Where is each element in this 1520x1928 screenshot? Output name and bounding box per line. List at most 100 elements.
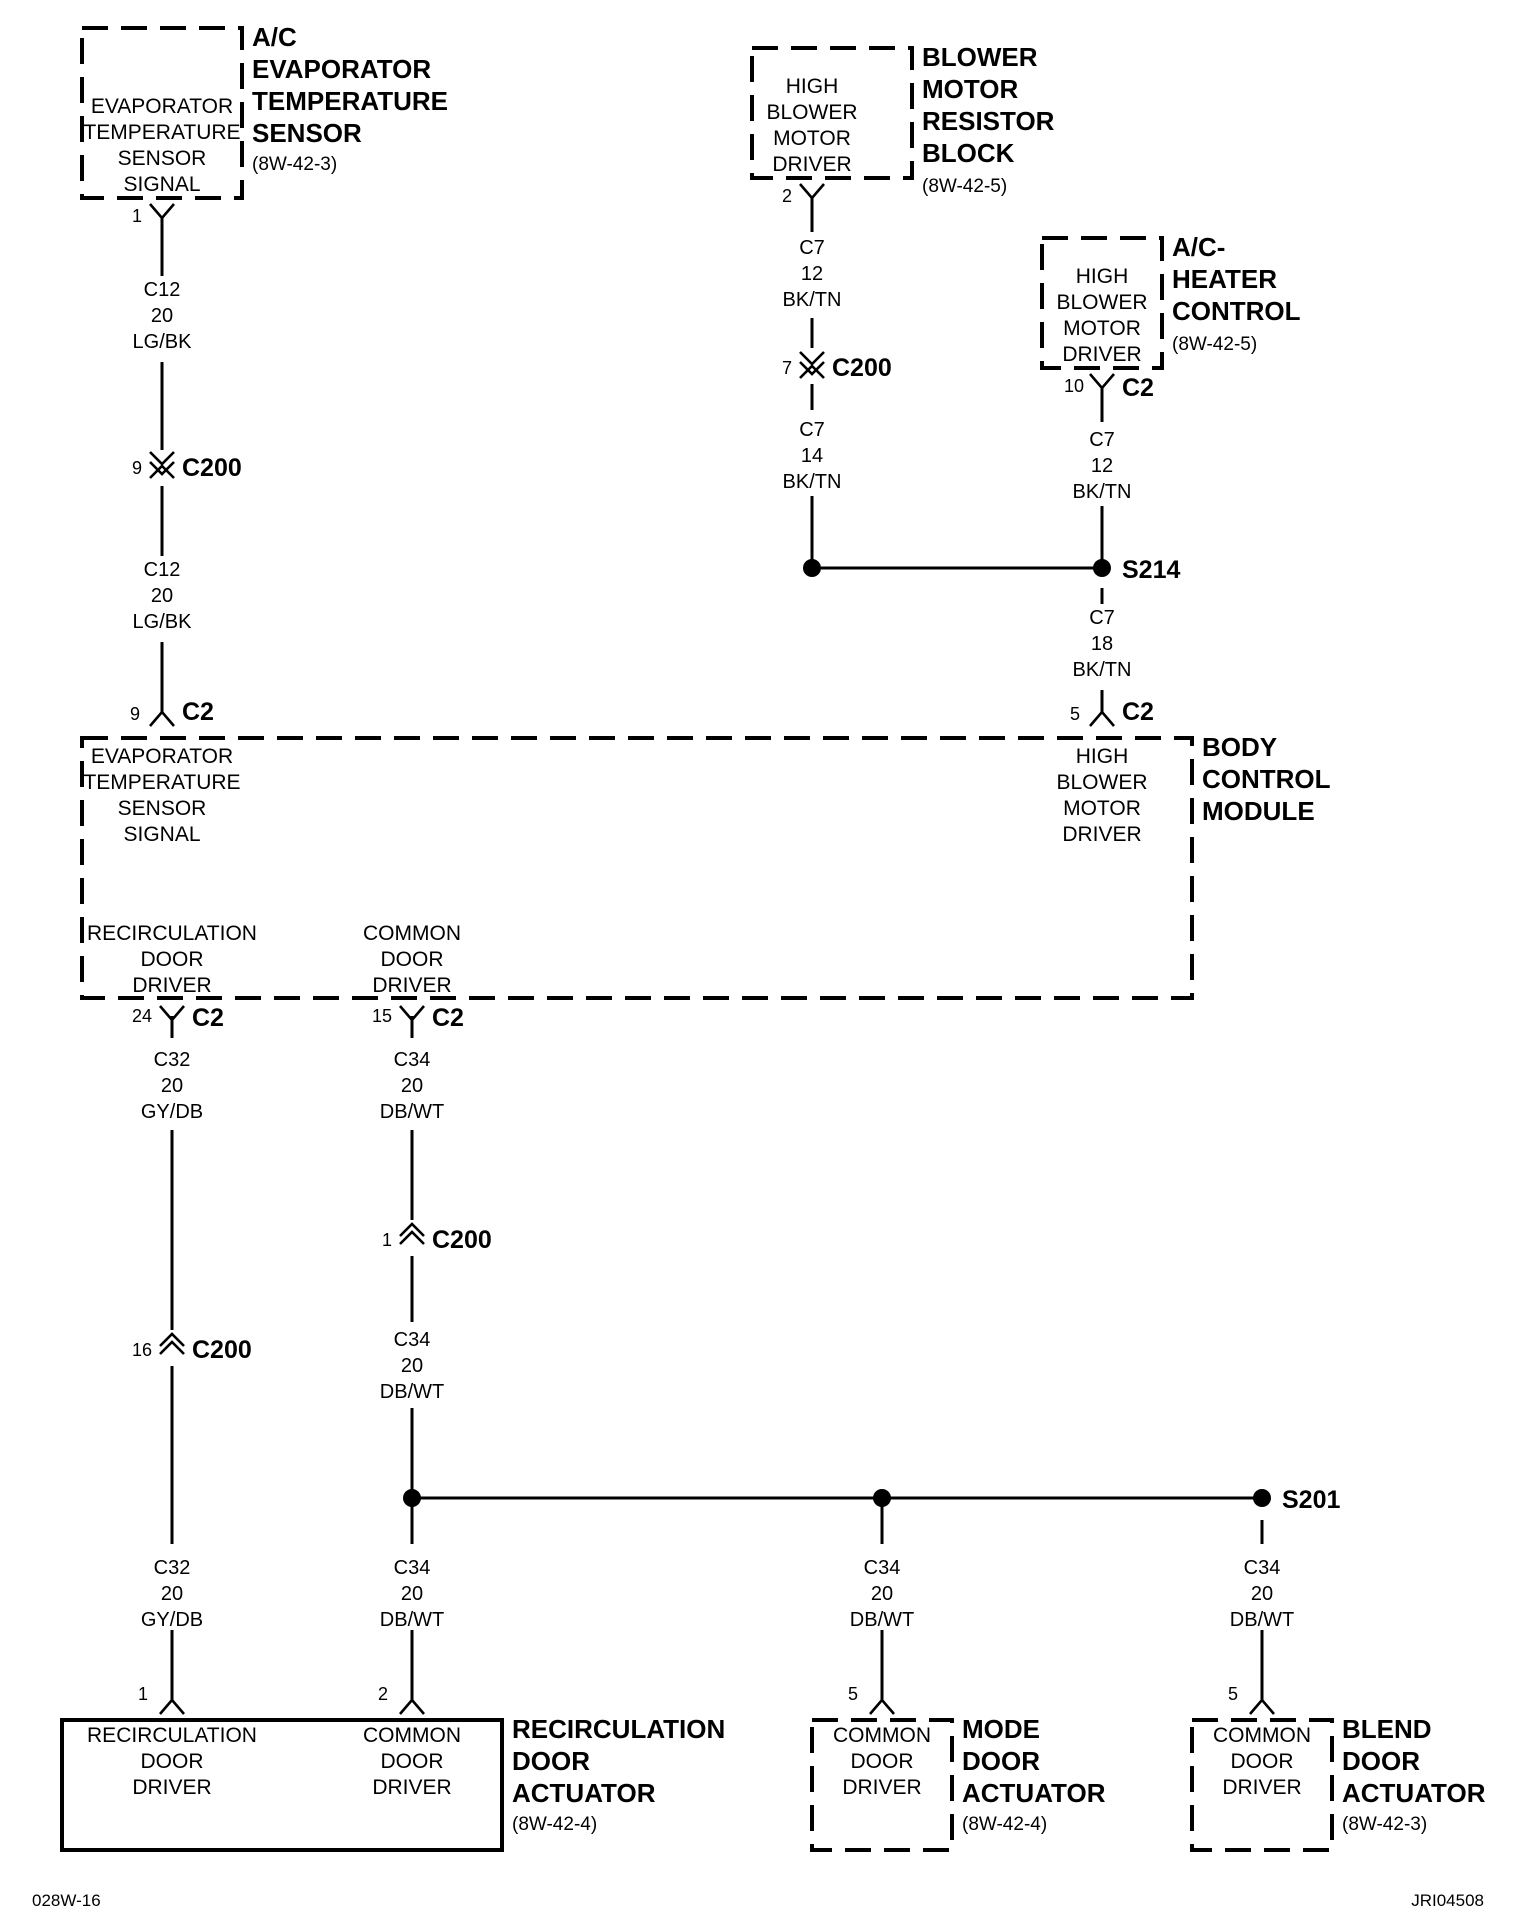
svg-text:DRIVER: DRIVER	[772, 153, 851, 176]
svg-text:RECIRCULATION: RECIRCULATION	[87, 922, 257, 945]
svg-text:TEMPERATURE: TEMPERATURE	[83, 771, 240, 794]
svg-text:A/C: A/C	[252, 22, 297, 52]
bcm-recirc-pin-number: 24	[132, 1006, 152, 1026]
svg-text:MOTOR: MOTOR	[1063, 317, 1141, 340]
bcm-hbm-inner-text: HIGH BLOWER MOTOR DRIVER	[1056, 745, 1147, 846]
svg-text:COMMON: COMMON	[363, 922, 461, 945]
svg-text:DOOR: DOOR	[1231, 1750, 1294, 1773]
c200-recirc-connector-label: C200	[192, 1336, 252, 1364]
svg-text:20: 20	[401, 1355, 423, 1377]
svg-text:EVAPORATOR: EVAPORATOR	[91, 745, 233, 768]
svg-text:SENSOR: SENSOR	[118, 797, 207, 820]
c200-resistor-pin-number: 7	[782, 358, 792, 378]
svg-text:DRIVER: DRIVER	[1062, 823, 1141, 846]
splice-s201-dot	[1253, 1489, 1271, 1507]
svg-text:C12: C12	[144, 279, 181, 301]
svg-text:C7: C7	[799, 419, 825, 441]
svg-text:BLOCK: BLOCK	[922, 138, 1015, 168]
bcm-evap-connector-label: C2	[182, 698, 214, 726]
svg-text:DB/WT: DB/WT	[850, 1609, 914, 1631]
svg-text:C32: C32	[154, 1557, 191, 1579]
svg-text:COMMON: COMMON	[363, 1724, 461, 1747]
wire-label-c7-bcm: C7 18 BK/TN	[1073, 607, 1132, 681]
svg-text:DOOR: DOOR	[381, 948, 444, 971]
blend-actuator-title: BLEND DOOR ACTUATOR (8W-42-3)	[1342, 1714, 1486, 1835]
junction-mode-dot	[873, 1489, 891, 1507]
svg-text:20: 20	[161, 1583, 183, 1605]
mode-actuator-title: MODE DOOR ACTUATOR (8W-42-4)	[962, 1714, 1106, 1835]
svg-text:DOOR: DOOR	[851, 1750, 914, 1773]
recirc-actuator-pin1-symbol	[159, 1698, 185, 1715]
svg-text:DOOR: DOOR	[1342, 1746, 1420, 1776]
svg-text:BLEND: BLEND	[1342, 1714, 1432, 1744]
splice-s201-label: S201	[1282, 1486, 1340, 1514]
svg-text:DB/WT: DB/WT	[1230, 1609, 1294, 1631]
svg-text:12: 12	[801, 263, 823, 285]
bcm-hbm-terminal-symbol	[1089, 710, 1115, 727]
wire-label-c7-hc: C7 12 BK/TN	[1073, 429, 1132, 503]
svg-text:C34: C34	[394, 1557, 431, 1579]
svg-text:GY/DB: GY/DB	[141, 1101, 203, 1123]
bcm-recirc-inner-text: RECIRCULATION DOOR DRIVER	[87, 922, 257, 997]
svg-text:CONTROL: CONTROL	[1172, 296, 1301, 326]
svg-text:DOOR: DOOR	[512, 1746, 590, 1776]
svg-text:C34: C34	[1244, 1557, 1281, 1579]
footer-right-code: JRI04508	[1411, 1891, 1484, 1910]
svg-text:MODULE: MODULE	[1202, 796, 1315, 826]
evaporator-sensor-title: A/C EVAPORATOR TEMPERATURE SENSOR (8W-42…	[252, 22, 448, 175]
blend-actuator-inner-text: COMMON DOOR DRIVER	[1213, 1724, 1311, 1799]
svg-text:BLOWER: BLOWER	[1056, 771, 1147, 794]
recirc-actuator-left-inner-text: RECIRCULATION DOOR DRIVER	[87, 1724, 257, 1799]
svg-text:DRIVER: DRIVER	[1222, 1776, 1301, 1799]
wire-label-c7-top: C7 12 BK/TN	[783, 237, 842, 311]
svg-text:CONTROL: CONTROL	[1202, 764, 1331, 794]
wire-segments	[160, 196, 1264, 1700]
evaporator-sensor-box	[80, 26, 244, 200]
heater-control-pin-number: 10	[1064, 376, 1084, 396]
mode-actuator-inner-text: COMMON DOOR DRIVER	[833, 1724, 931, 1799]
wire-label-c12-top: C12 20 LG/BK	[133, 279, 193, 353]
svg-text:TEMPERATURE: TEMPERATURE	[83, 121, 240, 144]
bcm-title: BODY CONTROL MODULE	[1202, 732, 1331, 826]
svg-text:18: 18	[1091, 633, 1113, 655]
svg-text:C34: C34	[394, 1049, 431, 1071]
junction-common-dot	[403, 1489, 421, 1507]
heater-control-terminal-symbol	[1089, 373, 1115, 390]
recirc-actuator-pin2-number: 2	[378, 1684, 388, 1704]
svg-text:HEATER: HEATER	[1172, 264, 1277, 294]
svg-text:MOTOR: MOTOR	[1063, 797, 1141, 820]
c200-evap-connector-label: C200	[182, 454, 242, 482]
mode-actuator-terminal-symbol	[869, 1698, 895, 1715]
svg-text:(8W-42-3): (8W-42-3)	[252, 154, 337, 175]
bcm-common-inner-text: COMMON DOOR DRIVER	[363, 922, 461, 997]
svg-text:C34: C34	[394, 1329, 431, 1351]
c200-recirc-pin-number: 16	[132, 1340, 152, 1360]
bcm-recirc-connector-label: C2	[192, 1004, 224, 1032]
wire-label-c34-mid: C34 20 DB/WT	[380, 1329, 444, 1403]
wire-label-c32-top: C32 20 GY/DB	[141, 1049, 203, 1123]
body-control-module-box	[80, 736, 1194, 1000]
evap-sensor-terminal-symbol	[149, 203, 175, 220]
svg-text:20: 20	[161, 1075, 183, 1097]
svg-text:20: 20	[401, 1075, 423, 1097]
svg-text:HIGH: HIGH	[1076, 265, 1129, 288]
c200-resistor-connector-label: C200	[832, 354, 892, 382]
svg-text:C32: C32	[154, 1049, 191, 1071]
svg-text:(8W-42-3): (8W-42-3)	[1342, 1814, 1427, 1835]
recirc-actuator-right-inner-text: COMMON DOOR DRIVER	[363, 1724, 461, 1799]
svg-text:BK/TN: BK/TN	[1073, 659, 1132, 681]
c200-common-pin-number: 1	[382, 1230, 392, 1250]
bcm-hbm-connector-label: C2	[1122, 698, 1154, 726]
svg-text:EVAPORATOR: EVAPORATOR	[252, 54, 431, 84]
resistor-block-box	[750, 46, 914, 180]
mode-actuator-box	[810, 1718, 954, 1852]
bcm-common-pin-number: 15	[372, 1006, 392, 1026]
svg-text:LG/BK: LG/BK	[133, 331, 193, 353]
svg-text:MOTOR: MOTOR	[773, 127, 851, 150]
svg-text:BLOWER: BLOWER	[766, 101, 857, 124]
bcm-common-terminal-symbol	[399, 1005, 425, 1022]
resistor-block-terminal-symbol	[799, 183, 825, 200]
svg-text:DB/WT: DB/WT	[380, 1609, 444, 1631]
svg-text:DRIVER: DRIVER	[1062, 343, 1141, 366]
mode-actuator-pin-number: 5	[848, 1684, 858, 1704]
